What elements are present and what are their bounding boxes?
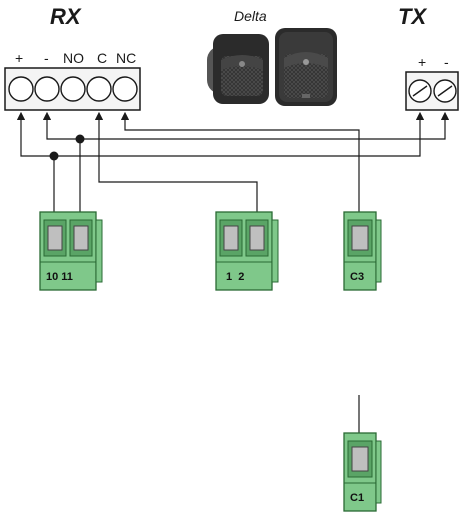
connector-c3: C3 bbox=[343, 211, 382, 291]
connector-c1: C1 bbox=[343, 432, 382, 512]
wire-c-to-2 bbox=[94, 111, 262, 230]
connector-label-1-2: 1 2 bbox=[226, 271, 244, 283]
connector-1-2: 1 2 bbox=[215, 211, 279, 291]
rx-terminal-label-no: NO bbox=[63, 50, 84, 66]
rx-terminal-label-c: C bbox=[97, 50, 108, 66]
rx-screw-minus bbox=[34, 76, 60, 102]
connector-label-c3: C3 bbox=[350, 271, 364, 283]
delta-device-image bbox=[207, 28, 337, 106]
wire-nc-to-c3 bbox=[120, 111, 364, 230]
rx-screw-c bbox=[86, 76, 112, 102]
wires bbox=[16, 111, 450, 455]
tx-terminal-label-minus: - bbox=[444, 54, 449, 70]
junction-dot bbox=[49, 151, 59, 161]
wire-negative bbox=[42, 111, 450, 140]
rx-terminal-label-nc: NC bbox=[116, 50, 137, 66]
rx-screw-plus bbox=[8, 76, 34, 102]
rx-screw-nc bbox=[112, 76, 138, 102]
device-name: Delta bbox=[234, 8, 267, 24]
tx-terminal-label-plus: + bbox=[418, 54, 427, 70]
rx-title: RX bbox=[50, 4, 81, 29]
junction-dot bbox=[75, 134, 85, 144]
rx-screw-no bbox=[60, 76, 86, 102]
tx-title: TX bbox=[398, 4, 427, 29]
rx-terminal-label-plus: + bbox=[15, 50, 24, 66]
connector-label-10-11: 10 11 bbox=[46, 271, 73, 283]
connector-label-c1: C1 bbox=[350, 492, 364, 504]
connector-10-11: 10 11 bbox=[39, 211, 103, 291]
tx-terminal-block bbox=[405, 71, 459, 111]
rx-terminal-label-minus: - bbox=[44, 50, 49, 66]
rx-terminal-block bbox=[4, 67, 141, 111]
